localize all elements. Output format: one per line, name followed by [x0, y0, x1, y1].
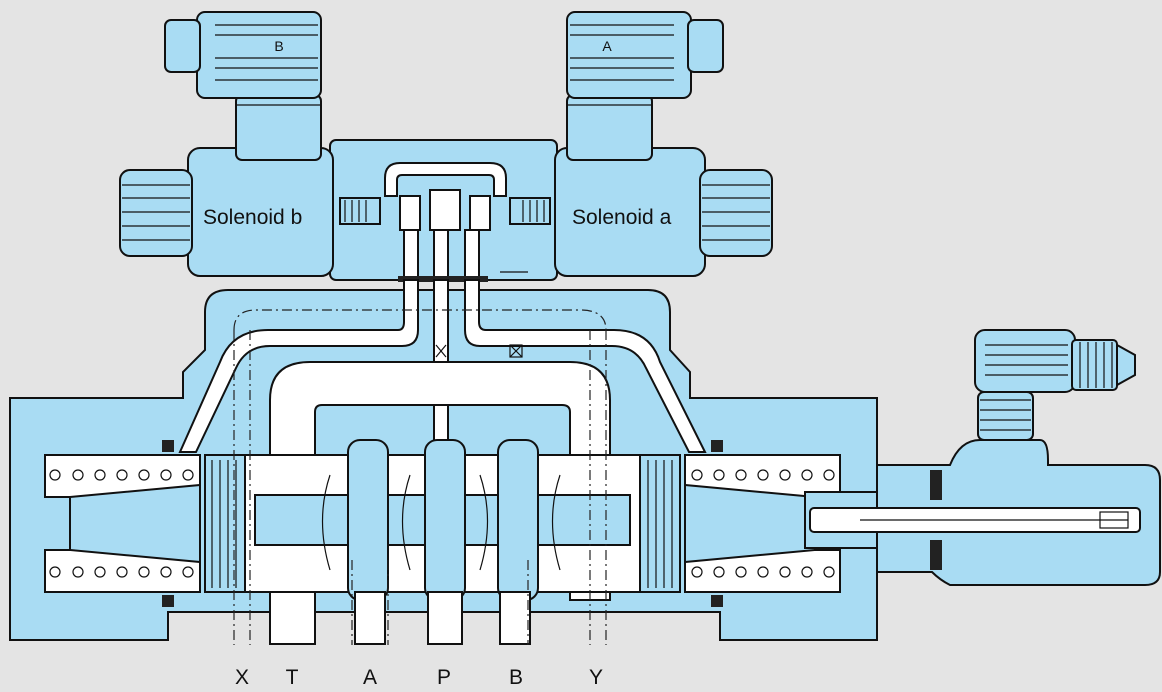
- port-label-x: X: [235, 666, 249, 689]
- pilot-channel-right: [464, 279, 707, 453]
- port-label-y: Y: [589, 666, 603, 689]
- position-sensor: [804, 329, 1161, 586]
- plug-label-b: B: [274, 38, 283, 54]
- port-label-a: A: [363, 666, 377, 689]
- port-passages: [233, 309, 607, 645]
- solenoid-a-label: Solenoid a: [572, 206, 672, 229]
- port-label-b: B: [509, 666, 523, 689]
- springs: [49, 469, 835, 578]
- port-label-p: P: [437, 666, 451, 689]
- plug-label-a: A: [602, 38, 612, 54]
- solenoid-b: B: [119, 11, 334, 277]
- port-label-t: T: [286, 666, 299, 689]
- solenoid-a: A: [554, 11, 773, 277]
- solenoid-b-label: Solenoid b: [203, 206, 302, 229]
- pilot-channel-left: [178, 279, 419, 453]
